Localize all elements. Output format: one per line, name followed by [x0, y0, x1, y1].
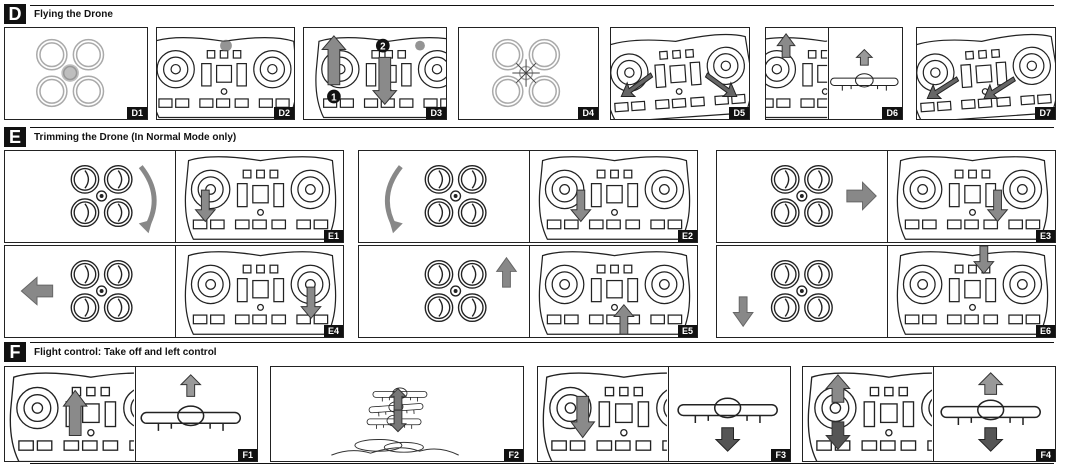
panel-label: D2 [274, 107, 294, 119]
panel-d5: D5 [610, 27, 750, 120]
section-d-header: D Flying the Drone [4, 4, 113, 24]
panel-divider [668, 367, 669, 461]
footer-rule [30, 463, 1054, 464]
panel-label: F1 [238, 449, 257, 461]
panel-divider [887, 151, 888, 242]
section-f-title: Flight control: Take off and left contro… [34, 346, 217, 358]
panel-e3: E3 [716, 150, 1056, 243]
section-f-letter: F [4, 342, 26, 362]
panel-label: D4 [578, 107, 598, 119]
section-e-letter: E [4, 127, 26, 147]
panel-d7: D7 [916, 27, 1056, 120]
panel-d6: D6 [765, 27, 903, 120]
panel-divider [529, 151, 530, 242]
panel-divider [529, 246, 530, 337]
panel-f3: F3 [537, 366, 791, 462]
panel-e5: E5 [358, 245, 698, 338]
panel-label: E3 [1035, 230, 1055, 242]
panel-e4: E4 [4, 245, 344, 338]
section-d-letter: D [4, 4, 26, 24]
panel-label: F2 [504, 449, 523, 461]
panel-label: D1 [127, 107, 147, 119]
panel-divider [175, 246, 176, 337]
panel-label: E6 [1035, 325, 1055, 337]
section-e-rule [30, 127, 1054, 128]
panel-d2: D2 [156, 27, 295, 120]
panel-d1: D1 [4, 27, 148, 120]
panel-divider [175, 151, 176, 242]
panel-e6: E6 [716, 245, 1056, 338]
panel-f4: F4 [802, 366, 1056, 462]
panel-label: D7 [1035, 107, 1055, 119]
panel-label: E5 [677, 325, 697, 337]
panel-f2: F2 [270, 366, 524, 462]
panel-divider [933, 367, 934, 461]
panel-label: E1 [323, 230, 343, 242]
section-d-rule [30, 5, 1054, 6]
panel-label: F4 [1036, 449, 1055, 461]
panel-d4: D4 [458, 27, 599, 120]
panel-d3: 1 2 D3 [303, 27, 447, 120]
step-marker-2: 2 [380, 42, 386, 53]
section-f-rule [30, 342, 1054, 343]
panel-label: D5 [729, 107, 749, 119]
panel-label: E4 [323, 325, 343, 337]
section-f-header: F Flight control: Take off and left cont… [4, 342, 217, 362]
panel-label: D6 [882, 107, 902, 119]
panel-divider [135, 367, 136, 461]
section-e-title: Trimming the Drone (In Normal Mode only) [34, 131, 237, 143]
panel-label: F3 [771, 449, 790, 461]
section-d-title: Flying the Drone [34, 8, 113, 20]
panel-e2: E2 [358, 150, 698, 243]
panel-f1: F1 [4, 366, 258, 462]
step-marker-1: 1 [331, 92, 337, 103]
panel-divider [828, 28, 829, 119]
panel-label: E2 [677, 230, 697, 242]
panel-e1: E1 [4, 150, 344, 243]
panel-label: D3 [426, 107, 446, 119]
panel-divider [887, 246, 888, 337]
section-e-header: E Trimming the Drone (In Normal Mode onl… [4, 127, 236, 147]
